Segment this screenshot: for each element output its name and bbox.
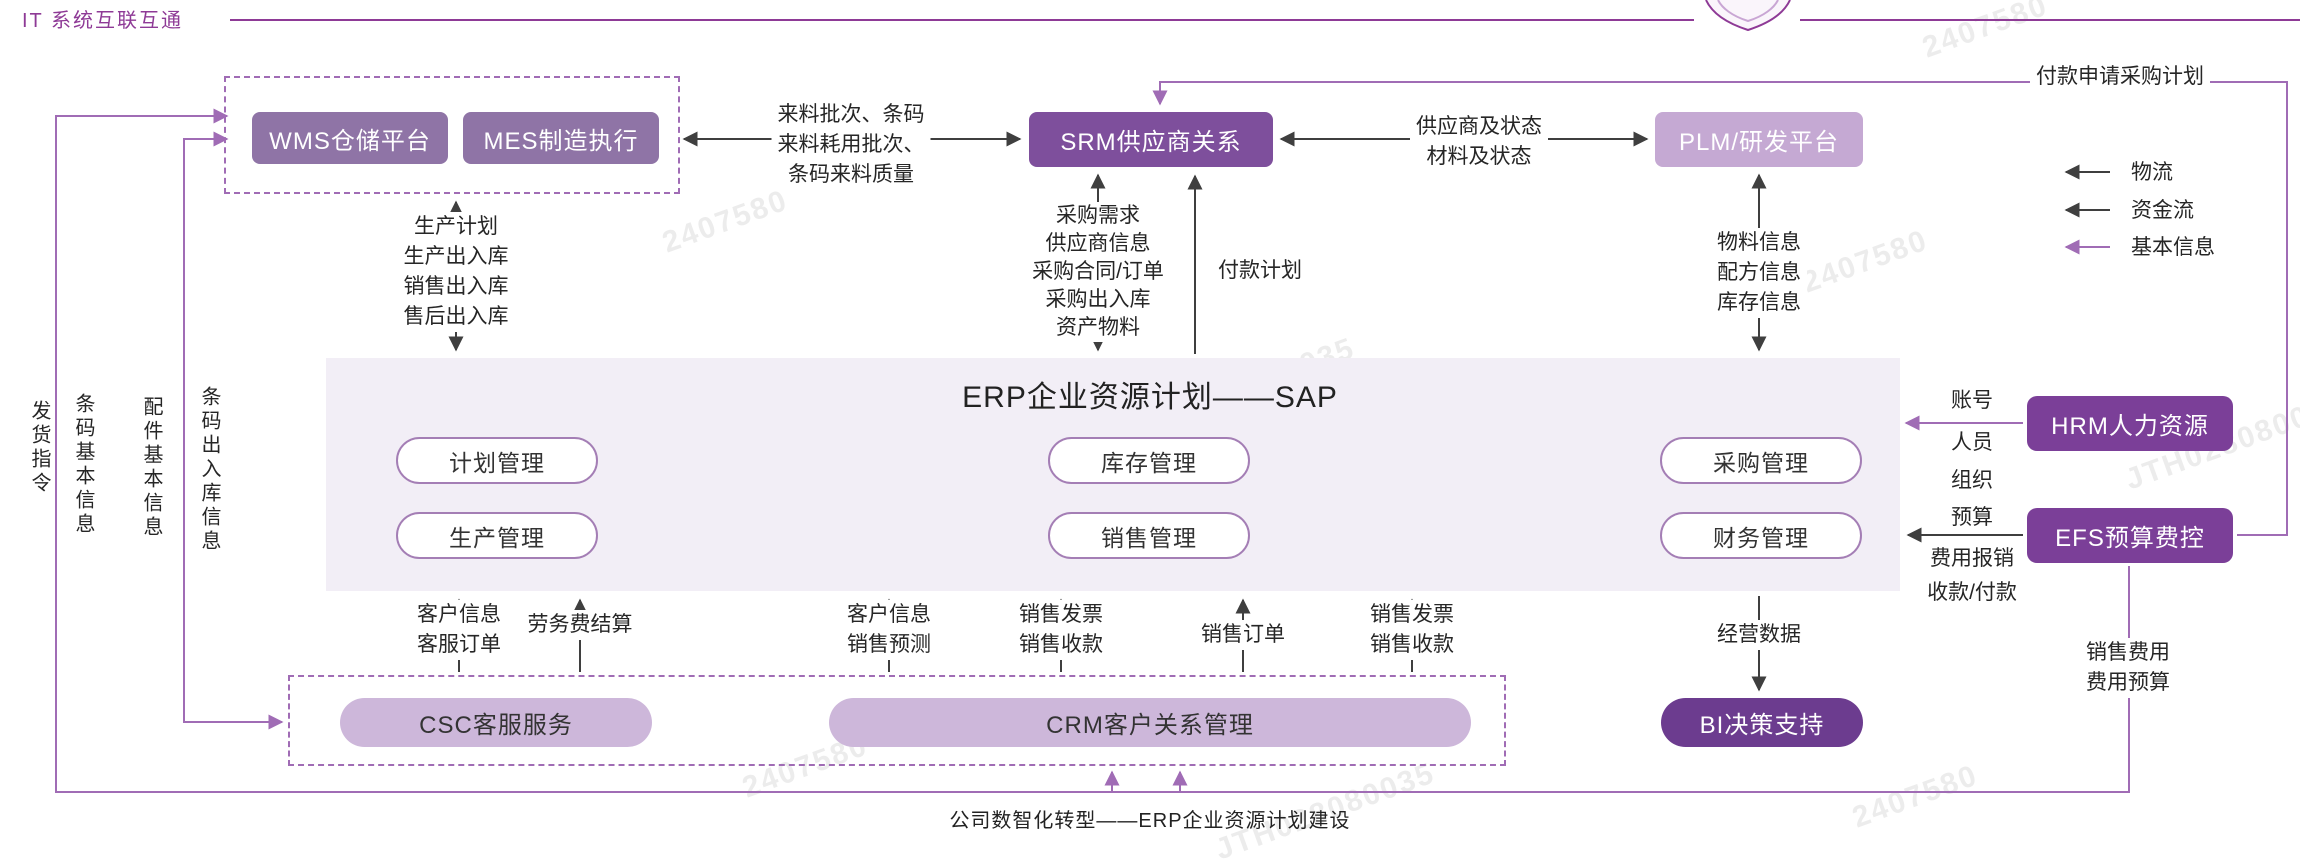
arrow-payment-request-loop (1152, 81, 2288, 536)
crm-box: CRM客户关系管理 (829, 698, 1471, 747)
legend-item-logistics: 物流 (2125, 158, 2179, 188)
srm-box: SRM供应商关系 (1029, 112, 1273, 167)
flow-label-line: 供应商信息 (1045, 232, 1151, 255)
crm-label: CRM客户关系管理 (1046, 712, 1254, 739)
flow-label-barcode-inout-info: 条码出入库信息 (198, 386, 220, 554)
flow-label-payment-plan: 付款计划 (1212, 256, 1308, 286)
flow-label-line: 来料耗用批次、 (777, 133, 925, 156)
flow-label-line: 费用预算 (2086, 671, 2170, 694)
plm-label: PLM/研发平台 (1678, 129, 1839, 156)
legend-item-money-flow: 资金流 (2125, 196, 2200, 226)
mes-box: MES制造执行 (463, 112, 659, 164)
flow-label-line: 条码来料质量 (788, 163, 914, 186)
wms-label: WMS仓储平台 (269, 127, 431, 155)
flow-label-efs-payments: 收款/付款 (1921, 578, 2023, 608)
efs-box: EFS预算费控 (2027, 508, 2233, 563)
title-rule-left (230, 19, 1694, 21)
flow-label-line: 销售出入库 (403, 275, 509, 298)
arrow-left-inner-loop (183, 131, 284, 730)
erp-module-purchasing-label: 采购管理 (1713, 449, 1809, 476)
flow-label-line: 客服订单 (417, 633, 501, 656)
mes-label: MES制造执行 (483, 127, 639, 155)
erp-title: ERP企业资源计划——SAP (962, 381, 1338, 414)
hrm-label: HRM人力资源 (2051, 413, 2209, 440)
flow-label-line: 生产计划 (414, 215, 498, 238)
flow-label-srm-erp: 采购需求 供应商信息 采购合同/订单 采购出入库 资产物料 (1026, 202, 1170, 342)
flow-label-line: 销售收款 (1019, 633, 1103, 656)
flow-label-crm-info: 客户信息 销售预测 (841, 600, 937, 660)
flow-label-hrm-account: 账号 (1945, 386, 1999, 416)
erp-module-finance-label: 财务管理 (1713, 524, 1809, 551)
flow-label-line: 销售发票 (1370, 603, 1454, 626)
flow-label-line: 售后出入库 (403, 305, 509, 328)
erp-module-inventory: 库存管理 (1048, 437, 1250, 484)
flow-label-hrm-org: 组织 (1945, 466, 1999, 496)
hrm-box: HRM人力资源 (2027, 396, 2233, 451)
flow-label-crm-invoice-left: 销售发票 销售收款 (1013, 600, 1109, 660)
erp-module-production-label: 生产管理 (449, 524, 545, 551)
flow-label-line: 库存信息 (1717, 291, 1801, 314)
flow-label-line: 资产物料 (1056, 316, 1140, 339)
srm-label: SRM供应商关系 (1060, 129, 1242, 156)
badge-shield-icon (1705, 0, 1791, 32)
flow-label-line: 来料批次、条码 (777, 103, 925, 126)
erp-module-sales-label: 销售管理 (1101, 524, 1197, 551)
plm-box: PLM/研发平台 (1655, 112, 1863, 167)
flow-label-line: 材料及状态 (1426, 145, 1532, 168)
flow-label-line: 物料信息 (1717, 231, 1801, 254)
wms-box: WMS仓储平台 (252, 112, 448, 164)
erp-module-plan-label: 计划管理 (449, 449, 545, 476)
flow-label-line: 采购合同/订单 (1032, 260, 1164, 283)
legend-item-basic-info: 基本信息 (2125, 233, 2221, 263)
flow-label-erp-bi: 经营数据 (1711, 620, 1807, 650)
flow-label-line: 采购需求 (1056, 204, 1140, 227)
flow-label-line: 客户信息 (847, 603, 931, 626)
erp-module-sales: 销售管理 (1048, 512, 1250, 559)
erp-module-plan: 计划管理 (396, 437, 598, 484)
flow-label-line: 配方信息 (1717, 261, 1801, 284)
flow-label-shipping-order: 发货指令 (28, 400, 50, 496)
flow-label-payment-request: 付款申请采购计划 (2030, 62, 2210, 92)
efs-label: EFS预算费控 (2055, 525, 2205, 552)
bi-label: BI决策支持 (1699, 712, 1825, 739)
bottom-caption: 公司数智化转型——ERP企业资源计划建设 (949, 810, 1351, 832)
arrow-left-outer-loop (55, 108, 1120, 793)
erp-module-purchasing: 采购管理 (1660, 437, 1862, 484)
flow-label-crm-invoice-right: 销售发票 销售收款 (1364, 600, 1460, 660)
flow-label-barcode-basic-info: 条码基本信息 (72, 393, 94, 537)
flow-label-sales-order: 销售订单 (1195, 620, 1291, 650)
flow-label-line: 销售发票 (1019, 603, 1103, 626)
csc-label: CSC客服服务 (419, 712, 573, 739)
flow-label-line: 销售费用 (2086, 641, 2170, 664)
flow-label-plm-erp: 物料信息 配方信息 库存信息 (1711, 228, 1807, 318)
erp-module-inventory-label: 库存管理 (1101, 449, 1197, 476)
flow-label-wms-srm: 来料批次、条码 来料耗用批次、 条码来料质量 (771, 100, 931, 190)
erp-module-production: 生产管理 (396, 512, 598, 559)
title-rule-right (1800, 19, 2300, 21)
flow-label-hrm-personnel: 人员 (1945, 428, 1999, 458)
flow-label-csc-erp: 客户信息 客服订单 (411, 600, 507, 660)
flow-label-line: 销售收款 (1370, 633, 1454, 656)
erp-module-finance: 财务管理 (1660, 512, 1862, 559)
flow-label-line: 生产出入库 (403, 245, 509, 268)
page-title: IT 系统互联互通 (22, 10, 183, 32)
flow-label-efs-budget: 预算 (1945, 503, 1999, 533)
flow-label-efs-reimburse: 费用报销 (1924, 544, 2020, 574)
flow-label-line: 供应商及状态 (1416, 115, 1542, 138)
flow-label-line: 客户信息 (417, 603, 501, 626)
flow-label-wms-erp: 生产计划 生产出入库 销售出入库 售后出入库 (397, 212, 515, 332)
flow-label-labor-fee: 劳务费结算 (521, 610, 639, 640)
flow-label-efs-crm: 销售费用 费用预算 (2080, 638, 2176, 698)
bi-box: BI决策支持 (1661, 698, 1863, 747)
flow-label-parts-basic-info: 配件基本信息 (140, 396, 162, 540)
flow-label-line: 采购出入库 (1045, 288, 1151, 311)
flow-label-line: 销售预测 (847, 633, 931, 656)
flow-label-srm-plm: 供应商及状态 材料及状态 (1410, 112, 1548, 172)
csc-box: CSC客服服务 (340, 698, 652, 747)
